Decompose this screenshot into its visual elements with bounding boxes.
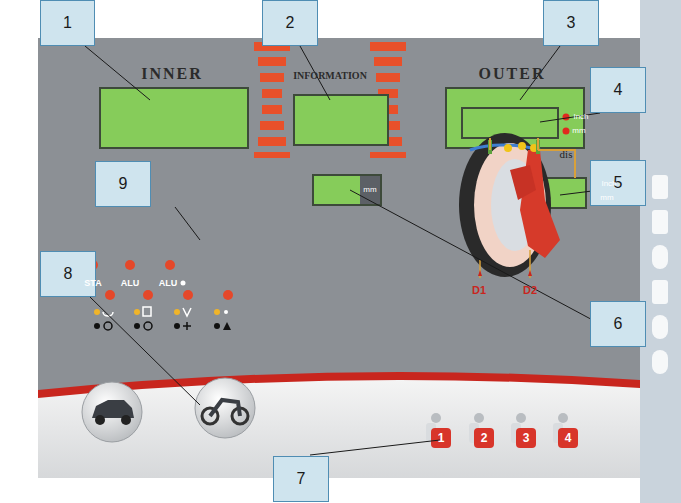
callout-box: 5 bbox=[590, 160, 646, 206]
display-title: OUTER bbox=[479, 66, 546, 82]
callout-number: 7 bbox=[297, 470, 306, 488]
side-strip-marks bbox=[652, 175, 668, 374]
callout-number: 2 bbox=[286, 14, 295, 32]
display-title: INFORMATION bbox=[293, 71, 367, 81]
callout-box: 2 bbox=[262, 0, 318, 46]
leader-lines bbox=[85, 46, 600, 455]
red-curve bbox=[38, 372, 640, 478]
callout-box: 3 bbox=[543, 0, 599, 46]
display-title: INNER bbox=[141, 66, 203, 82]
unit-label: mm bbox=[363, 186, 376, 194]
callout-box: 1 bbox=[40, 0, 95, 46]
display-caption: dis bbox=[560, 149, 573, 160]
mode-label: ALU bbox=[159, 279, 178, 288]
panel-body bbox=[38, 38, 640, 478]
level-bars bbox=[254, 42, 406, 158]
key-number: 4 bbox=[565, 432, 572, 444]
dimension-label: D2 bbox=[523, 285, 537, 296]
indicator-leds bbox=[88, 260, 233, 300]
dimension-label: D1 bbox=[472, 285, 486, 296]
callout-box: 8 bbox=[40, 251, 96, 297]
mode-label: ALU bbox=[121, 279, 140, 288]
mode-symbols bbox=[94, 307, 231, 330]
bottom-band bbox=[38, 380, 640, 478]
callout-box: 4 bbox=[590, 67, 646, 113]
key-number: 3 bbox=[523, 432, 530, 444]
unit-label: Inch bbox=[573, 113, 588, 121]
alu-dot bbox=[181, 281, 186, 286]
callout-box: 9 bbox=[95, 161, 151, 207]
callout-number: 3 bbox=[567, 14, 576, 32]
key-number: 2 bbox=[481, 432, 488, 444]
callout-box: 6 bbox=[590, 301, 646, 347]
display-unit-cell bbox=[360, 176, 380, 204]
callout-number: 1 bbox=[63, 14, 72, 32]
unit-label: Inch bbox=[601, 180, 616, 188]
vehicle-buttons bbox=[82, 378, 255, 442]
callout-number: 9 bbox=[119, 175, 128, 193]
callout-box: 7 bbox=[273, 456, 329, 502]
keypad-buttons bbox=[426, 413, 578, 448]
callout-number: 8 bbox=[64, 265, 73, 283]
side-strip bbox=[640, 0, 681, 503]
wheel-illustration bbox=[459, 133, 575, 278]
unit-label: mm bbox=[600, 194, 613, 202]
mode-label: STA bbox=[84, 279, 101, 288]
key-number: 1 bbox=[438, 432, 445, 444]
unit-label: mm bbox=[572, 127, 585, 135]
callout-number: 4 bbox=[614, 81, 623, 99]
callout-number: 6 bbox=[614, 315, 623, 333]
